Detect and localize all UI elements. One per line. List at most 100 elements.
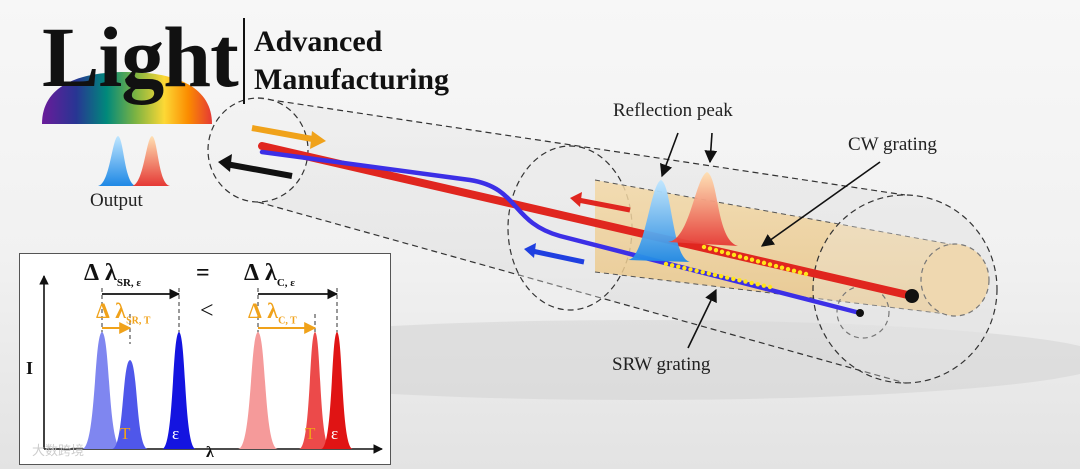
peak-label-sr-t: T <box>120 424 131 443</box>
srw-grating-dot <box>731 276 736 282</box>
cw-grating-dot <box>797 270 803 275</box>
cw-grating-dot <box>701 244 707 250</box>
subscript-sr-t: SR, T <box>126 315 151 327</box>
cw-grating-dot <box>773 263 779 269</box>
logo-rainbow-dome <box>42 72 212 124</box>
reflected-arrow-blue <box>531 248 585 265</box>
spectrum-plot <box>39 275 383 454</box>
input-arrowhead-orange <box>310 131 326 149</box>
cw-grating-dot <box>779 265 785 270</box>
cw-grating-dot <box>713 247 719 253</box>
delta-lambda-sr-eps: Δ λSR, ε <box>84 260 141 289</box>
logo-subtitle-line1: Advanced <box>254 25 383 58</box>
watermark: 大数跨境 <box>32 444 85 459</box>
reflected-arrowhead-red <box>570 192 582 207</box>
srw-grating-dot <box>737 278 742 283</box>
logo-subtitle-line2: Manufacturing <box>254 63 449 96</box>
input-arrow-orange <box>251 125 319 143</box>
srw-grating-dot <box>700 269 705 275</box>
cw-grating-dot <box>785 267 791 272</box>
delta-lambda-sr-t: Δ λSR, T <box>96 298 150 326</box>
srw-grating-dots <box>663 261 773 290</box>
cw-grating-dot <box>755 259 761 264</box>
cw-grating-label: CW grating <box>848 134 937 155</box>
inset-y-label: I <box>26 358 34 378</box>
cladding-top-edge <box>257 97 906 196</box>
delta-symbol: Δ <box>96 298 110 323</box>
delta-symbol: Δ <box>84 260 100 286</box>
delta-lambda-c-t: Δ λC, T <box>248 298 297 326</box>
delta-lambda-c-eps: Δ λC, ε <box>244 260 295 289</box>
peak-label-c-t: T <box>305 424 316 443</box>
cw-grating-dot <box>725 251 731 256</box>
output-arrowhead-black <box>218 154 232 172</box>
pointer-srw-grating <box>687 288 717 349</box>
blue-fiber-end <box>856 309 864 317</box>
srw-grating-dot <box>755 282 760 287</box>
srw-grating-dot <box>682 265 687 271</box>
cw-grating-dot <box>791 268 797 274</box>
srw-grating-dot <box>669 263 675 268</box>
srw-grating-dot <box>743 279 748 284</box>
peak-sr-temperature <box>112 360 148 449</box>
srw-grating-dot <box>712 272 718 278</box>
reflected-arrowhead-blue <box>524 243 536 258</box>
cladding-bottom-edge <box>257 201 906 384</box>
cw-grating-dots <box>701 244 809 277</box>
peak-sr-reference <box>82 332 122 449</box>
lambda-symbol: λ <box>105 260 117 286</box>
delta-symbol: Δ <box>248 298 262 323</box>
pointer-reflection-2 <box>704 132 718 164</box>
peak-c-strain <box>321 332 353 449</box>
output-label: Output <box>90 190 143 211</box>
srw-grating-dot <box>718 273 724 279</box>
subscript-sr-eps: SR, ε <box>116 276 142 289</box>
less-than-sign: < <box>200 298 214 324</box>
subscript-c-eps: C, ε <box>276 276 295 289</box>
core-top-edge <box>594 179 956 246</box>
srw-grating-dot <box>767 284 773 290</box>
srw-grating-label: SRW grating <box>612 354 711 375</box>
peak-c-temperature <box>299 332 331 449</box>
lambda-symbol: λ <box>265 260 277 286</box>
cw-grating-dot <box>761 260 767 266</box>
output-peak-red <box>132 136 170 186</box>
lambda-symbol: λ <box>115 298 127 323</box>
logo-divider <box>243 18 245 104</box>
srw-grating-dot <box>694 268 699 273</box>
output-arrow-black <box>225 161 293 179</box>
cladding-right-end <box>812 194 998 384</box>
cw-grating-dot <box>767 262 773 267</box>
fiber-core <box>595 180 973 315</box>
lambda-symbol: λ <box>267 298 279 323</box>
cw-grating-dot <box>719 249 725 254</box>
srw-grating-dot <box>663 261 669 267</box>
peak-label-sr-eps: ε <box>172 424 180 443</box>
delta-symbol: Δ <box>244 260 260 286</box>
reflected-arrow-red <box>577 197 631 213</box>
cw-grating-dot <box>737 254 743 259</box>
core-right-end <box>920 243 990 317</box>
inset-x-label: λ <box>206 444 214 461</box>
blue-fiber-srw-core <box>259 149 863 316</box>
equals-sign: = <box>196 260 210 286</box>
cw-grating-dot <box>803 271 809 277</box>
reflection-peak-red <box>668 172 738 246</box>
peak-c-reference <box>238 332 278 449</box>
srw-grating-dot <box>706 271 712 276</box>
srw-grating-dot <box>749 280 754 286</box>
subscript-c-t: C, T <box>278 315 297 327</box>
srw-grating-dot <box>761 283 767 288</box>
srw-grating-dot <box>724 275 730 280</box>
reflection-peak-label: Reflection peak <box>613 100 733 121</box>
cw-grating-dot <box>749 257 755 262</box>
cw-grating-dot <box>731 252 737 258</box>
red-fiber-end <box>905 289 919 303</box>
spectrum-inset-panel: I λ Δ λSR, ε = Δ λC, ε Δ λSR, T < Δ λC, … <box>19 253 391 465</box>
srw-grating-dot <box>676 264 681 269</box>
peak-sr-strain <box>162 332 196 449</box>
journal-logo-word: Light <box>42 9 239 105</box>
pointer-reflection-1 <box>660 132 679 178</box>
peak-label-c-eps: ε <box>331 424 339 443</box>
